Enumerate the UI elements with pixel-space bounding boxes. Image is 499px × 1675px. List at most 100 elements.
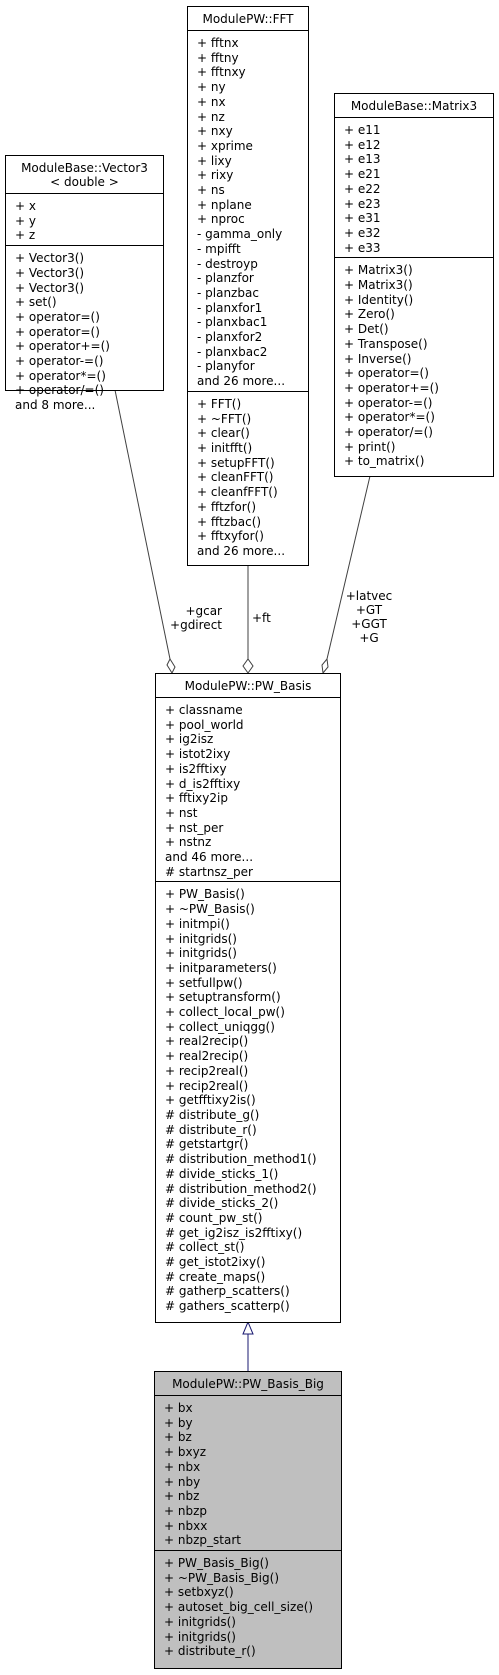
method-section: + FFT()+ ~FFT()+ clear()+ initfft()+ set… — [188, 390, 308, 561]
aggregation-diamond-matrix3 — [321, 657, 329, 675]
edge-label-line: +G — [359, 631, 379, 645]
class-box-vector3[interactable]: ModuleBase::Vector3< double >+ x+ y+ z+ … — [5, 155, 164, 412]
class-box-matrix3[interactable]: ModuleBase::Matrix3+ e11+ e12+ e13+ e21+… — [334, 93, 494, 477]
method-item: # count_pw_st() — [165, 1210, 263, 1225]
method-item: + getfftixy2is() — [165, 1093, 256, 1108]
class-box-fft[interactable]: ModulePW::FFT+ fftnx+ fftny+ fftnxy+ ny+… — [187, 6, 309, 566]
attribute-item: - planzfor — [197, 271, 254, 286]
method-item: + ~PW_Basis() — [165, 902, 255, 917]
method-item: # distribute_g() — [165, 1107, 260, 1122]
method-item: + recip2real() — [165, 1078, 249, 1093]
method-item: + collect_uniqgg() — [165, 1019, 275, 1034]
edge-label-vector3: +gcar+gdirect — [170, 604, 222, 632]
class-title-line: ModuleBase::Matrix3 — [350, 99, 478, 113]
attribute-item: + nbxx — [164, 1518, 208, 1533]
method-item: + Matrix3() — [344, 278, 413, 293]
method-item: + operator/=() — [344, 425, 433, 440]
method-item: + Vector3() — [15, 251, 85, 266]
attribute-item: - planxbac1 — [197, 315, 268, 330]
method-item: + initfft() — [197, 440, 253, 455]
attribute-item: - planxfor2 — [197, 330, 263, 345]
attribute-item: + ig2isz — [165, 732, 214, 747]
method-item: # distribute_r() — [165, 1122, 257, 1137]
attribute-item: - planxbac2 — [197, 344, 268, 359]
aggregation-diamond-vector3 — [166, 657, 176, 675]
method-item: + operator-=() — [344, 395, 433, 410]
method-item: + operator=() — [15, 309, 100, 324]
edge-label-line: +gcar — [185, 604, 222, 618]
method-item: + operator*=() — [344, 410, 435, 425]
attribute-item: + lixy — [197, 153, 232, 168]
class-title: ModuleBase::Matrix3 — [335, 94, 493, 117]
attribute-item: + nst — [165, 805, 198, 820]
method-item: + distribute_r() — [164, 1644, 256, 1659]
method-item: + operator-=() — [15, 354, 104, 369]
method-item: + fftxyfor() — [197, 529, 264, 544]
attribute-section: + fftnx+ fftny+ fftnxy+ ny+ nx+ nz+ nxy+… — [188, 30, 308, 391]
class-title: ModulePW::FFT — [188, 7, 308, 30]
attribute-section: + bx+ by+ bz+ bxyz+ nbx+ nby+ nbz+ nbzp+… — [155, 1395, 341, 1550]
method-item: + operator*=() — [15, 368, 106, 383]
attribute-item: - gamma_only — [197, 227, 283, 242]
method-item: + Vector3() — [15, 280, 85, 295]
method-item: + initmpi() — [165, 916, 230, 931]
attribute-item: - mpifft — [197, 241, 241, 256]
method-item: # divide_sticks_2() — [165, 1196, 279, 1211]
edge-label-line: +latvec — [345, 589, 393, 603]
method-item: # distribution_method1() — [165, 1152, 317, 1167]
method-item: + setfullpw() — [165, 975, 243, 990]
method-section: + PW_Basis()+ ~PW_Basis()+ initmpi() + in… — [156, 881, 340, 1315]
class-title-line: ModulePW::FFT — [202, 12, 294, 26]
method-item: and 26 more... — [197, 543, 286, 558]
method-item: + recip2real() — [165, 1063, 249, 1078]
attribute-item: + bz — [164, 1430, 192, 1445]
method-item: + collect_local_pw() — [165, 1005, 285, 1020]
class-title-line: < double > — [50, 175, 119, 189]
class-box-pw-basis[interactable]: ModulePW::PW_Basis+ classname+ pool_worl… — [155, 673, 341, 1323]
method-section: + Matrix3()+ Matrix3()+ Identity()+ Zero… — [335, 257, 493, 471]
attribute-item: + fftixy2ip — [165, 791, 228, 806]
attribute-section: + classname+ pool_world+ ig2isz+ istot2i… — [156, 697, 340, 881]
edge-label-line: +GGT — [351, 617, 387, 631]
aggregation-diamond-fft — [242, 658, 254, 674]
method-item: + setuptransform() — [165, 990, 281, 1005]
edge-label-line: +ft — [252, 611, 271, 625]
method-item: + operator+=() — [15, 339, 110, 354]
attribute-item: + e13 — [344, 152, 381, 167]
method-item: + cleanfFFT() — [197, 485, 278, 500]
attribute-item: + istot2ixy — [165, 747, 231, 762]
edge-matrix3-aggregation — [326, 475, 371, 660]
method-item: + Identity() — [344, 292, 414, 307]
method-item: + setupFFT() — [197, 455, 275, 470]
class-title: ModuleBase::Vector3< double > — [6, 156, 163, 193]
attribute-item: + nst_per — [165, 820, 224, 835]
attribute-section: + x+ y+ z — [6, 193, 163, 245]
attribute-section: + e11+ e12+ e13+ e21+ e22+ e23+ e31+ e32… — [335, 117, 493, 257]
method-item: # get_istot2ixy() — [165, 1255, 266, 1270]
method-item: + operator=() — [344, 366, 429, 381]
class-box-pw-basis-big[interactable]: ModulePW::PW_Basis_Big+ bx+ by+ bz+ bxyz… — [154, 1371, 342, 1669]
edge-vector3-aggregation — [114, 389, 171, 660]
method-item: + fftzfor() — [197, 499, 257, 514]
method-item: + initgrids() — [164, 1629, 236, 1644]
attribute-item: + nz — [197, 109, 225, 124]
class-title: ModulePW::PW_Basis_Big — [155, 1372, 341, 1395]
attribute-item: + e23 — [344, 196, 381, 211]
method-item: + Transpose() — [344, 336, 428, 351]
method-item: and 8 more... — [15, 398, 96, 413]
edge-label-matrix3: +latvec+GT+GGT+G — [346, 589, 393, 645]
attribute-item: + ny — [197, 80, 226, 95]
method-item: + Inverse() — [344, 351, 412, 366]
method-item: + to_matrix() — [344, 454, 425, 469]
method-item: + set() — [15, 295, 57, 310]
attribute-item: and 46 more... — [165, 850, 254, 865]
method-item: + operator=() — [15, 324, 100, 339]
method-item: + real2recip() — [165, 1034, 249, 1049]
attribute-item: + is2fftixy — [165, 761, 227, 776]
attribute-item: + e21 — [344, 167, 381, 182]
method-item: + PW_Basis() — [165, 887, 245, 902]
method-item: + initgrids() — [165, 946, 237, 961]
attribute-item: + e11 — [344, 123, 381, 137]
method-item: + autoset_big_cell_size() — [164, 1600, 314, 1615]
